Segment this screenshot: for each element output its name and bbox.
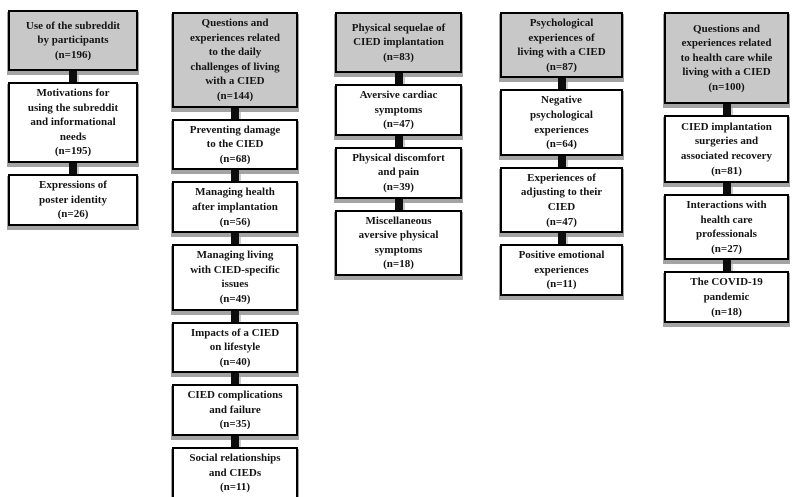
connector bbox=[231, 170, 239, 182]
theme-box: Use of the subreddit by participants (n=… bbox=[8, 10, 138, 71]
theme-label: Physical sequelae of CIED implantation bbox=[351, 21, 446, 49]
subtheme-label: Aversive cardiac symptoms bbox=[359, 89, 438, 116]
subtheme-label: Physical discomfort and pain bbox=[352, 151, 445, 179]
connector bbox=[394, 198, 403, 210]
subtheme-box: Impacts of a CIED on lifestyle (n=40) bbox=[172, 321, 298, 374]
subtheme-label: Motivations for using the subreddit and … bbox=[27, 87, 119, 143]
subtheme-count: (n=40) bbox=[219, 355, 251, 368]
theme-box: Physical sequelae of CIED implantation (… bbox=[335, 12, 462, 73]
connector bbox=[394, 135, 403, 147]
theme-column-physical-sequelae: Physical sequelae of CIED implantation (… bbox=[335, 12, 462, 276]
subtheme-label: Negative psychological experiences bbox=[530, 94, 593, 136]
subtheme-label: Impacts of a CIED on lifestyle bbox=[190, 326, 280, 354]
connector bbox=[231, 310, 239, 322]
connector bbox=[557, 233, 566, 245]
subtheme-count: (n=47) bbox=[546, 215, 577, 228]
theme-count: (n=83) bbox=[383, 50, 414, 63]
theme-count: (n=100) bbox=[708, 80, 745, 93]
theme-label: Psychological experiences of living with… bbox=[517, 17, 606, 59]
subtheme-label: Expressions of poster identity bbox=[39, 178, 107, 206]
subtheme-box: Physical discomfort and pain (n=39) bbox=[335, 146, 462, 199]
subtheme-box: Interactions with health care profession… bbox=[664, 194, 789, 261]
subtheme-count: (n=47) bbox=[383, 118, 414, 131]
theme-label: Questions and experiences related to the… bbox=[190, 17, 280, 88]
subtheme-label: Social relationships and CIEDs bbox=[189, 452, 281, 479]
theme-column-health-care: Questions and experiences related to hea… bbox=[664, 12, 789, 324]
subtheme-count: (n=64) bbox=[546, 138, 577, 151]
connector bbox=[69, 71, 77, 82]
subtheme-box: Aversive cardiac symptoms (n=47) bbox=[335, 84, 462, 136]
subtheme-count: (n=11) bbox=[219, 481, 251, 494]
theme-box: Questions and experiences related to hea… bbox=[664, 12, 789, 104]
connector bbox=[722, 260, 731, 272]
subtheme-label: Miscellaneous aversive physical symptoms bbox=[358, 214, 439, 256]
connector bbox=[69, 162, 77, 174]
subtheme-label: Interactions with health care profession… bbox=[686, 199, 767, 241]
subtheme-box: The COVID-19 pandemic (n=18) bbox=[664, 271, 789, 324]
connector bbox=[231, 233, 239, 245]
connector bbox=[231, 436, 239, 448]
subtheme-box: Managing health after implantation (n=56… bbox=[172, 181, 298, 234]
subtheme-count: (n=27) bbox=[711, 242, 742, 255]
theme-label: Questions and experiences related to hea… bbox=[680, 22, 773, 79]
subtheme-label: Managing living with CIED-specific issue… bbox=[190, 249, 280, 291]
subtheme-label: Positive emotional experiences bbox=[518, 249, 605, 276]
subtheme-count: (n=56) bbox=[219, 215, 251, 228]
subtheme-label: Experiences of adjusting to their CIED bbox=[520, 171, 603, 213]
connector bbox=[394, 73, 403, 84]
theme-count: (n=87) bbox=[546, 60, 577, 73]
connector bbox=[722, 104, 731, 115]
theme-box: Questions and experiences related to the… bbox=[172, 12, 298, 108]
subtheme-count: (n=11) bbox=[546, 278, 577, 291]
theme-column-subreddit-use: Use of the subreddit by participants (n=… bbox=[8, 10, 138, 226]
subtheme-count: (n=18) bbox=[711, 305, 742, 318]
theme-label: Use of the subreddit by participants bbox=[25, 19, 121, 47]
theme-count: (n=196) bbox=[54, 48, 92, 61]
subtheme-label: CIED implantation surgeries and associat… bbox=[680, 120, 773, 162]
theme-column-daily-challenges: Questions and experiences related to the… bbox=[172, 12, 298, 497]
subtheme-box: Preventing damage to the CIED (n=68) bbox=[172, 118, 298, 171]
subtheme-count: (n=18) bbox=[383, 258, 414, 271]
subtheme-box: CIED implantation surgeries and associat… bbox=[664, 115, 789, 183]
theme-count: (n=144) bbox=[216, 89, 254, 102]
subtheme-count: (n=195) bbox=[54, 145, 92, 158]
subtheme-count: (n=81) bbox=[711, 164, 742, 177]
subtheme-box: CIED complications and failure (n=35) bbox=[172, 384, 298, 437]
connector bbox=[557, 155, 566, 167]
subtheme-count: (n=68) bbox=[219, 152, 251, 165]
connector bbox=[557, 78, 566, 90]
subtheme-box: Experiences of adjusting to their CIED (… bbox=[500, 166, 623, 234]
theme-column-psychological: Psychological experiences of living with… bbox=[500, 12, 623, 296]
subtheme-label: Managing health after implantation bbox=[192, 186, 278, 213]
subtheme-box: Positive emotional experiences (n=11) bbox=[500, 244, 623, 296]
subtheme-box: Negative psychological experiences (n=64… bbox=[500, 89, 623, 156]
connector bbox=[722, 183, 731, 194]
subtheme-box: Miscellaneous aversive physical symptoms… bbox=[335, 209, 462, 276]
subtheme-count: (n=35) bbox=[219, 418, 251, 431]
subtheme-count: (n=49) bbox=[219, 292, 251, 305]
subtheme-count: (n=39) bbox=[383, 180, 414, 193]
subtheme-box: Social relationships and CIEDs (n=11) bbox=[172, 447, 298, 497]
subtheme-box: Motivations for using the subreddit and … bbox=[8, 82, 138, 163]
subtheme-box: Managing living with CIED-specific issue… bbox=[172, 244, 298, 311]
subtheme-count: (n=26) bbox=[57, 208, 89, 221]
subtheme-box: Expressions of poster identity (n=26) bbox=[8, 173, 138, 226]
subtheme-label: The COVID-19 pandemic bbox=[690, 276, 763, 303]
subtheme-label: CIED complications and failure bbox=[187, 389, 283, 416]
theme-box: Psychological experiences of living with… bbox=[500, 12, 623, 79]
connector bbox=[231, 107, 239, 119]
connector bbox=[231, 373, 239, 385]
subtheme-label: Preventing damage to the CIED bbox=[189, 123, 281, 151]
